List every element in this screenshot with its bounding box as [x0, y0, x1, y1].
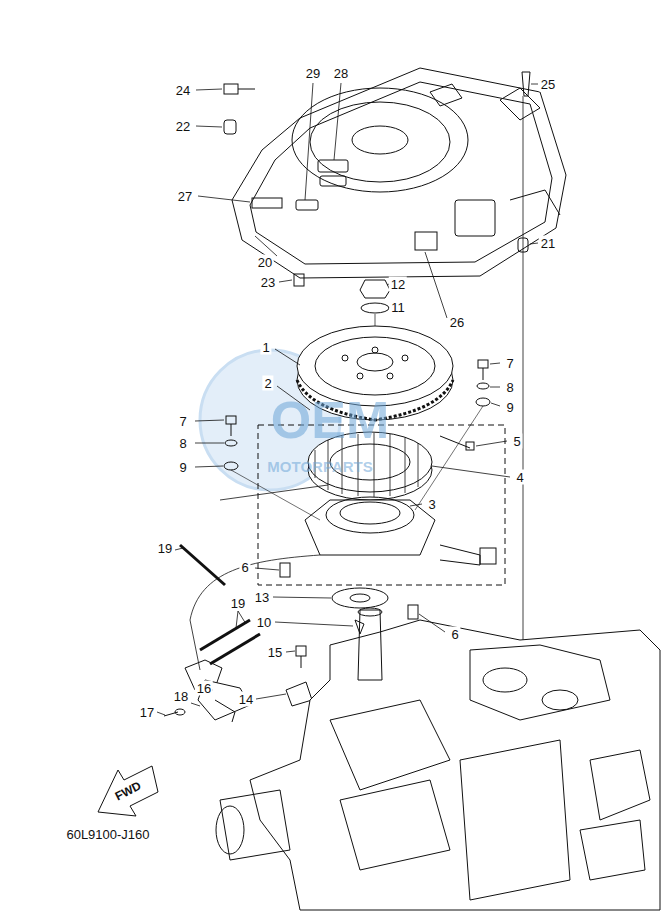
callout-number: 2	[262, 376, 273, 391]
callout-number: 19	[229, 596, 247, 611]
callout-number: 1	[260, 340, 271, 355]
figure-code: 60L9100-J160	[64, 827, 151, 842]
callout-number: 21	[539, 236, 557, 251]
callout-number: 27	[176, 189, 194, 204]
callout-number: 3	[426, 497, 437, 512]
callout-number: 26	[448, 315, 466, 330]
callout-number: 8	[504, 380, 515, 395]
callout-number: 10	[255, 615, 273, 630]
callout-number: 6	[239, 560, 250, 575]
callout-number: 25	[539, 77, 557, 92]
callout-number: 29	[304, 66, 322, 81]
callout-number: 28	[332, 66, 350, 81]
callout-number: 18	[172, 689, 190, 704]
callout-number: 7	[504, 356, 515, 371]
callout-number: 24	[174, 83, 192, 98]
callout-number: 20	[256, 255, 274, 270]
callout-number: 5	[511, 434, 522, 449]
callout-number: 15	[266, 645, 284, 660]
callout-number: 22	[174, 119, 192, 134]
callout-number: 13	[253, 590, 271, 605]
callout-number: 4	[514, 470, 525, 485]
watermark: OEM	[271, 394, 389, 446]
callout-number: 19	[156, 541, 174, 556]
callout-number: 12	[389, 277, 407, 292]
callout-number: 6	[449, 627, 460, 642]
callout-number: 8	[177, 436, 188, 451]
callout-number: 9	[504, 400, 515, 415]
callout-number: 9	[177, 460, 188, 475]
callout-number: 7	[177, 414, 188, 429]
callout-number: 11	[389, 300, 407, 315]
callout-number: 17	[138, 705, 156, 720]
callout-number: 23	[259, 275, 277, 290]
callout-number: 14	[237, 692, 255, 707]
watermark: MOTORPARTS	[267, 459, 372, 474]
callout-number: 16	[195, 681, 213, 696]
